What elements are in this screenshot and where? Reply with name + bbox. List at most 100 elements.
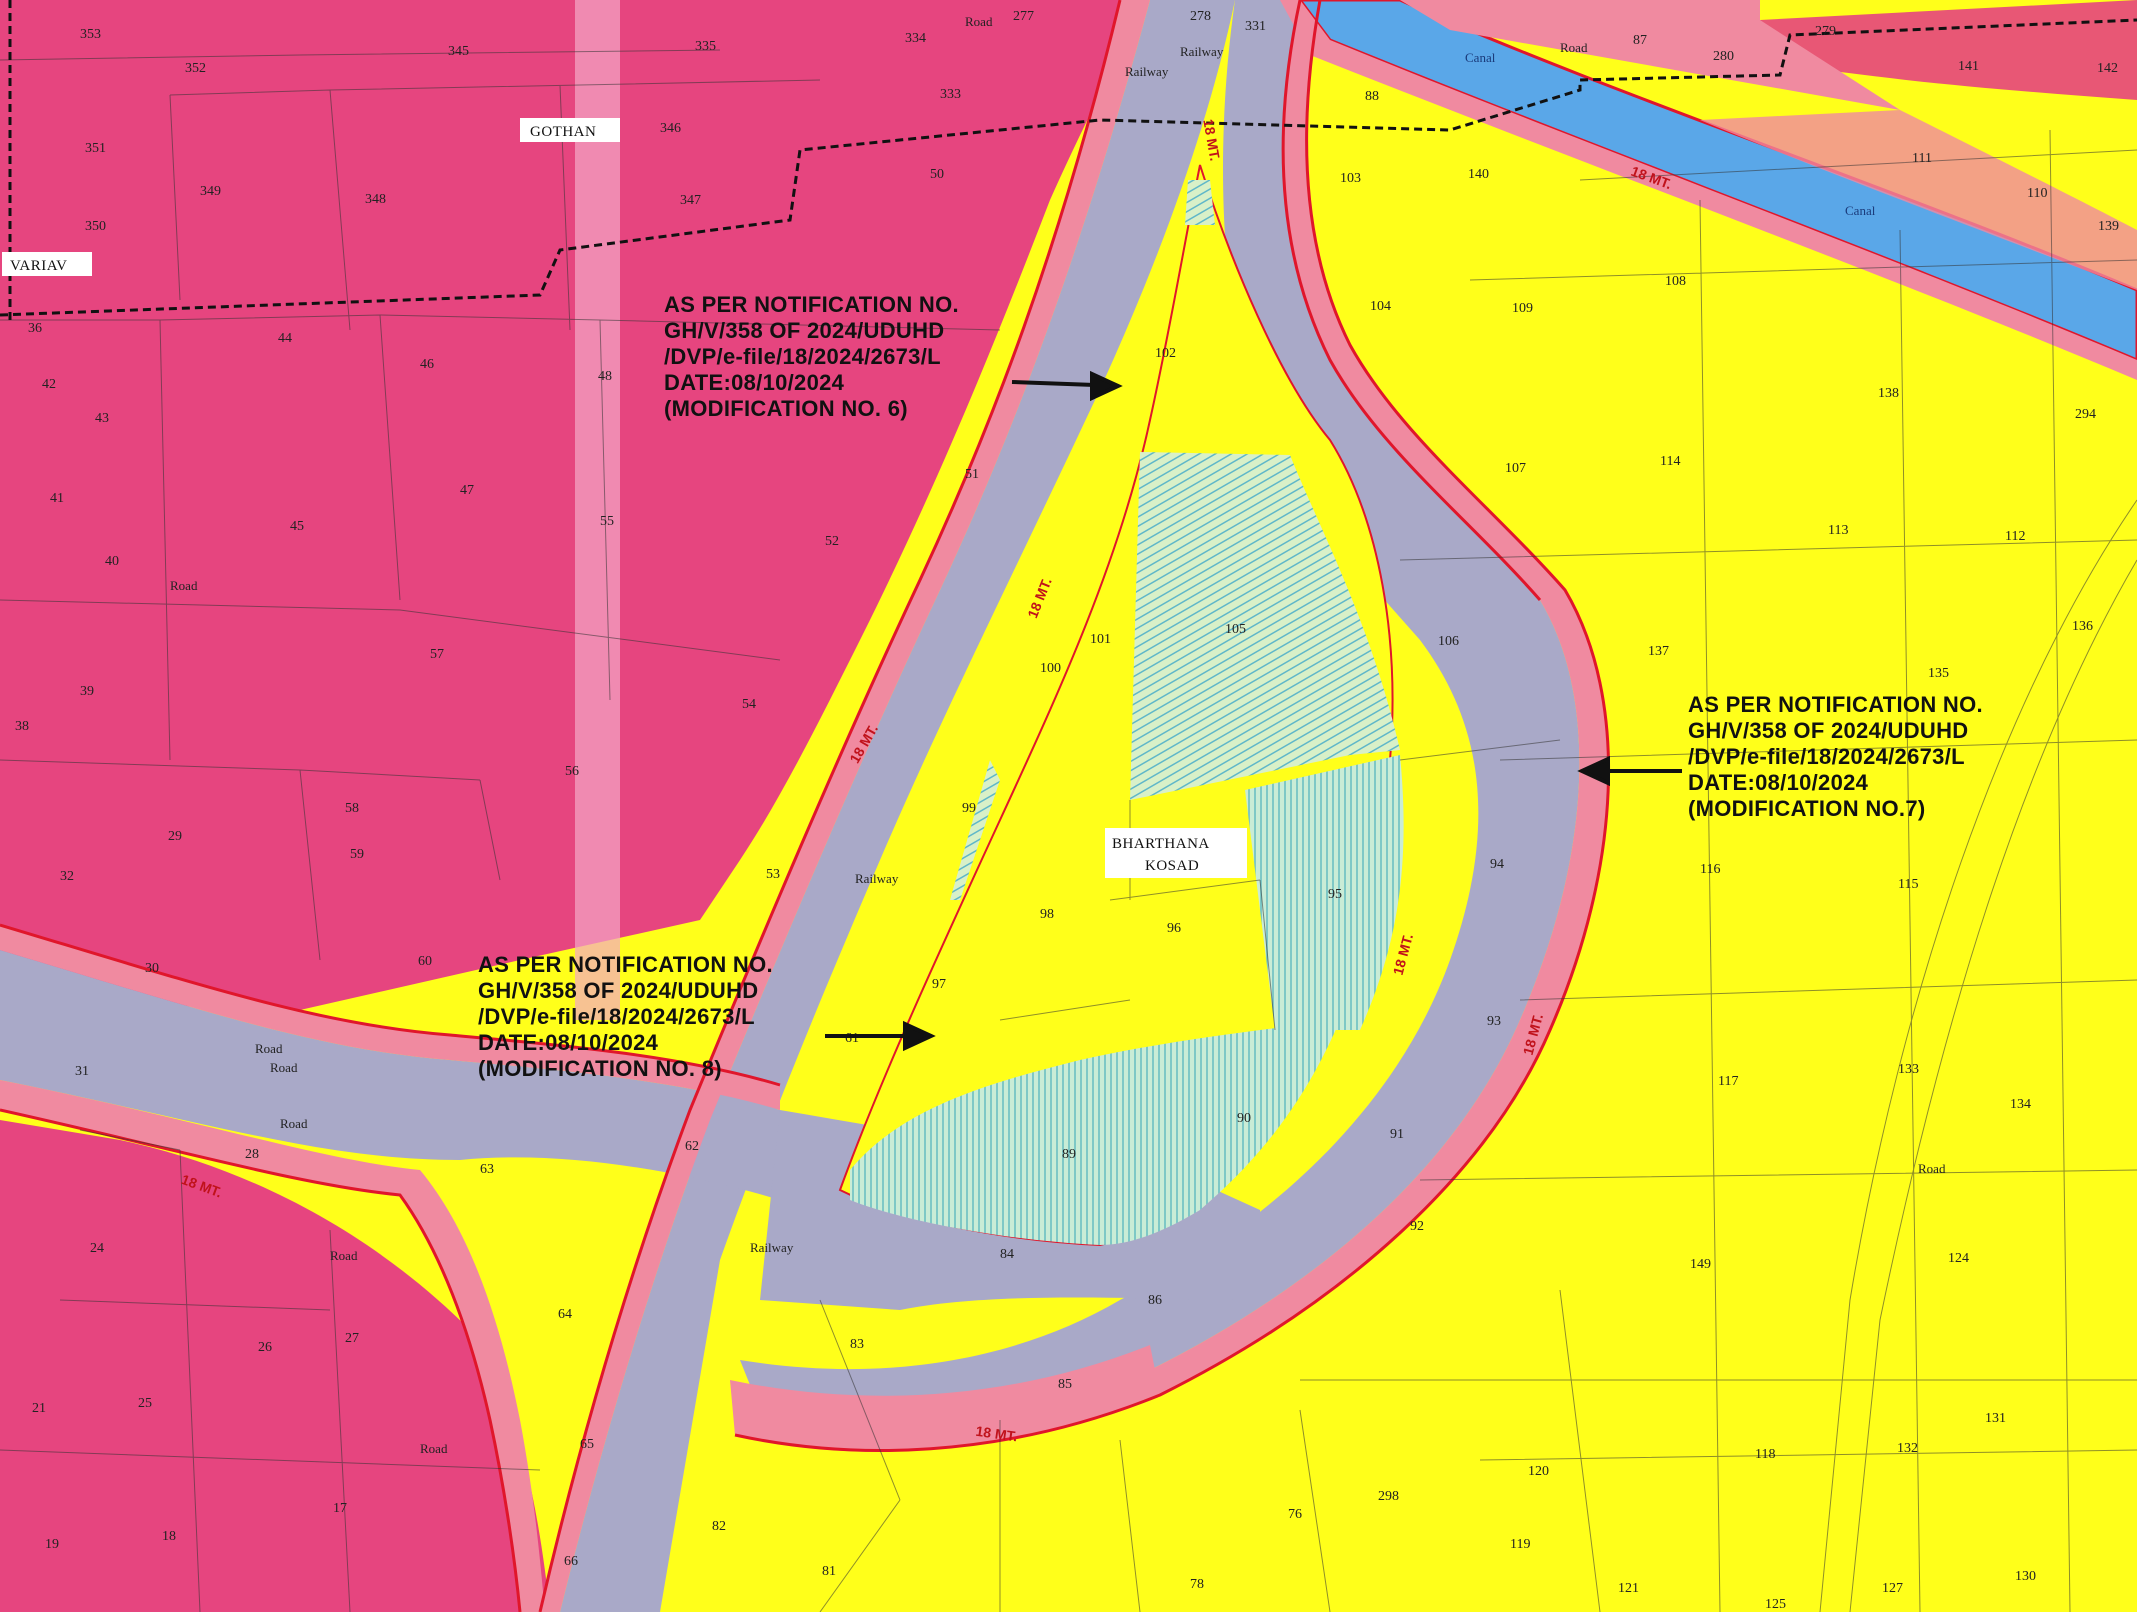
note-line: /DVP/e-file/18/2024/2673/L: [664, 344, 941, 369]
plot-number: 44: [278, 331, 292, 346]
plot-number: 149: [1690, 1257, 1711, 1272]
plot-number: 78: [1190, 1577, 1204, 1592]
plot-number: 351: [85, 141, 106, 156]
plot-number: 101: [1090, 632, 1111, 647]
note-line: GH/V/358 OF 2024/UDUHD: [664, 318, 945, 343]
plot-number: 137: [1648, 644, 1669, 659]
plot-number: 61: [845, 1031, 859, 1046]
plot-number: 132: [1897, 1441, 1918, 1456]
railway-corridor: [560, 0, 1235, 1612]
plot-number: 103: [1340, 171, 1361, 186]
plot-number: 102: [1155, 346, 1176, 361]
plot-number: 54: [742, 697, 756, 712]
plot-number: 119: [1510, 1537, 1530, 1552]
plot-number: 347: [680, 193, 701, 208]
plot-number: 30: [145, 961, 159, 976]
plot-number: 114: [1660, 454, 1680, 469]
plot-number: 90: [1237, 1111, 1251, 1126]
road-label-7: Road: [330, 1248, 358, 1263]
plot-number: 63: [480, 1162, 494, 1177]
plot-number: 87: [1633, 33, 1647, 48]
zone-boundaries: [0, 0, 1611, 1612]
plot-number: 81: [822, 1564, 836, 1579]
north-east-strip: [1700, 110, 2137, 290]
plot-number: 106: [1438, 634, 1459, 649]
note-line: (MODIFICATION NO. 6): [664, 396, 908, 421]
canal-label-1: Canal: [1465, 50, 1496, 65]
plot-number: 26: [258, 1340, 272, 1355]
road-label-4: Road: [255, 1041, 283, 1056]
road-label-5: Road: [270, 1060, 298, 1075]
plot-number: 138: [1878, 386, 1899, 401]
label-bharthana: BHARTHANA: [1112, 836, 1210, 852]
plot-number: 18: [162, 1529, 176, 1544]
note-line: DATE:08/10/2024: [664, 370, 845, 395]
scan-streak: [575, 0, 620, 1020]
plot-number: 100: [1040, 661, 1061, 676]
plot-number: 28: [245, 1147, 259, 1162]
plot-number: 47: [460, 483, 474, 498]
plot-number: 66: [564, 1554, 578, 1569]
plot-number: 94: [1490, 857, 1504, 872]
plot-number: 348: [365, 192, 386, 207]
plot-number: 353: [80, 27, 101, 42]
plot-number: 113: [1828, 523, 1848, 538]
plot-number: 42: [42, 377, 56, 392]
plot-number: 110: [2027, 186, 2047, 201]
width-label-1: 18 MT.: [1200, 118, 1223, 162]
plot-number: 135: [1928, 666, 1949, 681]
plot-number: 121: [1618, 1581, 1639, 1596]
plot-number: 134: [2010, 1097, 2031, 1112]
plot-number: 352: [185, 61, 206, 76]
note-arrows: [825, 370, 1682, 1052]
hatched-area-93: [1245, 755, 1404, 1030]
plot-number: 278: [1190, 9, 1211, 24]
plot-numbers: 353 352 345 335 334 333 346 351 349 348 …: [15, 9, 2119, 1612]
plot-number: 65: [580, 1437, 594, 1452]
note-line: (MODIFICATION NO.7): [1688, 796, 1926, 821]
canal-label-2: Canal: [1845, 203, 1876, 218]
canal-buffer: [1280, 0, 2137, 380]
plot-number: 115: [1898, 877, 1918, 892]
plot-number: 139: [2098, 219, 2119, 234]
hatched-area-104: [1130, 452, 1400, 800]
plot-number: 277: [1013, 9, 1034, 24]
plot-number: 95: [1328, 887, 1342, 902]
canal-side-buffer: [1400, 0, 1900, 110]
plot-number: 130: [2015, 1569, 2036, 1584]
plot-number: 41: [50, 491, 64, 506]
plot-number: 21: [32, 1401, 46, 1416]
plot-number: 136: [2072, 619, 2093, 634]
hatched-area-102: [1185, 180, 1215, 225]
plot-number: 24: [90, 1241, 104, 1256]
plot-number: 107: [1505, 461, 1526, 476]
plot-number: 334: [905, 31, 926, 46]
road-label-8: Road: [420, 1441, 448, 1456]
plot-number: 124: [1948, 1251, 1969, 1266]
plot-number: 280: [1713, 49, 1734, 64]
plot-number: 59: [350, 847, 364, 862]
plot-number: 112: [2005, 529, 2025, 544]
plot-number: 350: [85, 219, 106, 234]
plot-number: 92: [1410, 1219, 1424, 1234]
plot-number: 346: [660, 121, 681, 136]
plot-number: 349: [200, 184, 221, 199]
plot-number: 76: [1288, 1507, 1302, 1522]
plot-number: 120: [1528, 1464, 1549, 1479]
notification-note-6: AS PER NOTIFICATION NO. GH/V/358 OF 2024…: [664, 292, 959, 422]
road-label-1: Road: [965, 14, 993, 29]
plot-number: 97: [932, 977, 946, 992]
note-line: AS PER NOTIFICATION NO.: [478, 952, 773, 977]
road-buffer-south: [730, 1345, 1160, 1451]
plot-number: 45: [290, 519, 304, 534]
road-buffer-west: [540, 0, 1150, 1612]
note-line: AS PER NOTIFICATION NO.: [664, 292, 959, 317]
railway-label-1: Railway: [1180, 44, 1224, 59]
plot-number: 38: [15, 719, 29, 734]
plot-number: 104: [1370, 299, 1391, 314]
plot-number: 40: [105, 554, 119, 569]
feature-labels: Road Railway Railway Road Canal Canal Ro…: [170, 14, 1946, 1456]
note-line: /DVP/e-file/18/2024/2673/L: [478, 1004, 755, 1029]
